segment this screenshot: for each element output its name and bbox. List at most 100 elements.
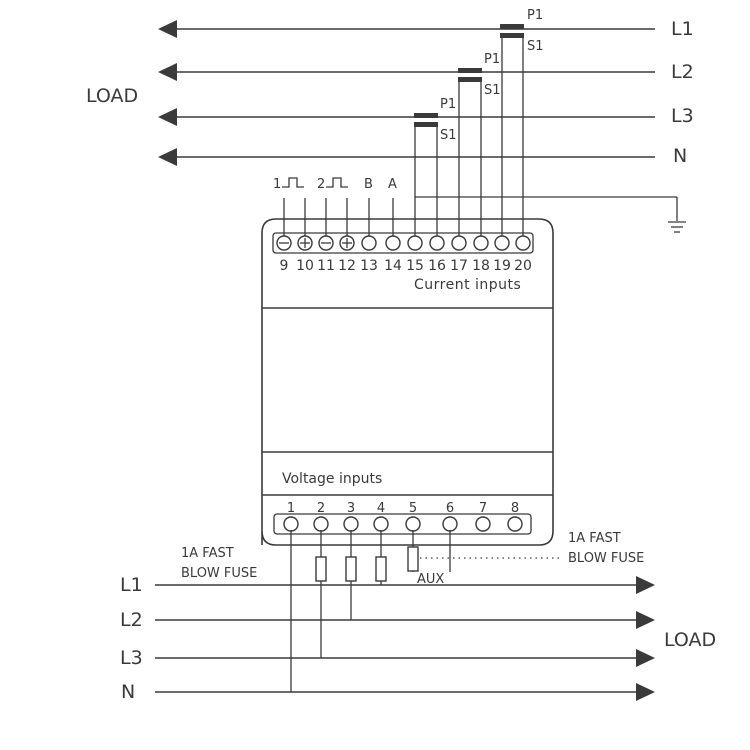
top-label-l3: L3	[671, 105, 694, 127]
pulse-icon	[326, 177, 348, 188]
rs485-a-label: A	[388, 177, 397, 192]
terminal-number: 18	[472, 258, 490, 274]
bottom-label-l3: L3	[120, 647, 143, 669]
terminal-number: 8	[511, 501, 519, 516]
terminal-number: 6	[446, 501, 454, 516]
bottom-terminals	[283, 516, 523, 532]
terminal-number: 11	[317, 258, 335, 274]
terminal-number: 20	[514, 258, 532, 274]
bottom-label-l1: L1	[120, 574, 143, 596]
terminal-number: 15	[406, 258, 424, 274]
bottom-terminal-numbers: 1 2 3 4 5 6 7 8	[287, 501, 519, 516]
ct-secondary-bar	[414, 122, 438, 127]
terminal-number: 12	[338, 258, 356, 274]
terminal-number: 10	[296, 258, 314, 274]
ground-icon	[668, 221, 686, 233]
arrow-right-icon	[636, 576, 655, 594]
signal-labels: 1 2 B A	[273, 177, 397, 192]
pulse-icon	[282, 177, 304, 188]
voltage-terminal-strip	[273, 513, 532, 535]
ct-primary-bar	[458, 68, 482, 73]
current-transformer-l2: P1 S1	[458, 52, 501, 98]
arrow-right-icon	[636, 611, 655, 629]
top-load-label: LOAD	[86, 85, 138, 107]
fuse-icon	[375, 556, 387, 582]
terminal-3	[343, 516, 359, 532]
terminal-14	[385, 235, 401, 251]
fuse-icon	[345, 556, 357, 582]
terminal-number: 13	[360, 258, 378, 274]
fuse-label-right-line2: BLOW FUSE	[568, 551, 644, 566]
arrow-left-icon	[158, 108, 177, 126]
fuse-icon	[315, 556, 327, 582]
bottom-label-n: N	[121, 681, 135, 703]
arrow-right-icon	[636, 683, 655, 701]
top-supply-lines	[158, 20, 655, 166]
top-label-l2: L2	[671, 61, 694, 83]
top-label-l1: L1	[671, 18, 694, 40]
terminal-5	[405, 516, 421, 532]
aux-label: AUX	[417, 572, 444, 587]
terminal-13	[361, 235, 377, 251]
terminal-number: 19	[493, 258, 511, 274]
bottom-supply-lines	[155, 576, 655, 701]
terminal-number: 1	[287, 501, 295, 516]
arrow-left-icon	[158, 20, 177, 38]
current-transformer-l1: P1 S1	[500, 8, 544, 54]
ct-s1-label: S1	[484, 83, 501, 98]
terminal-8	[507, 516, 523, 532]
terminal-2	[313, 516, 329, 532]
terminal-7	[475, 516, 491, 532]
terminal-18	[473, 235, 489, 251]
bottom-load-label: LOAD	[664, 629, 716, 651]
terminal-number: 17	[450, 258, 468, 274]
terminal-4	[373, 516, 389, 532]
terminal-number: 4	[377, 501, 385, 516]
fuse-label-left-line2: BLOW FUSE	[181, 566, 257, 581]
voltage-inputs-label: Voltage inputs	[282, 471, 382, 487]
terminal-1	[283, 516, 299, 532]
terminal-19	[494, 235, 510, 251]
terminal-number: 5	[409, 501, 417, 516]
pulse-output-1-label: 1	[273, 177, 281, 192]
ct-p1-label: P1	[484, 52, 500, 67]
ct-primary-bar	[500, 24, 524, 29]
bottom-label-l2: L2	[120, 609, 143, 631]
terminal-6	[442, 516, 458, 532]
fuses	[315, 546, 419, 582]
top-label-n: N	[673, 145, 687, 167]
terminal-number: 9	[280, 258, 289, 274]
pulse-output-2-label: 2	[317, 177, 325, 192]
arrow-right-icon	[636, 649, 655, 667]
voltage-wires	[290, 530, 451, 692]
arrow-left-icon	[158, 148, 177, 166]
current-transformer-l3: P1 S1	[414, 97, 457, 143]
ground-connection	[415, 196, 686, 233]
ct-p1-label: P1	[527, 8, 543, 23]
fuse-label-left-line1: 1A FAST	[181, 546, 234, 561]
arrow-left-icon	[158, 63, 177, 81]
terminal-16	[429, 235, 445, 251]
terminal-17	[451, 235, 467, 251]
fuse-icon	[407, 546, 419, 572]
ct-s1-label: S1	[527, 39, 544, 54]
ct-secondary-bar	[458, 77, 482, 82]
terminal-number: 7	[479, 501, 487, 516]
device-outline	[261, 218, 554, 546]
ct-wires	[414, 38, 524, 236]
terminal-number: 2	[317, 501, 325, 516]
signal-wires	[283, 198, 394, 236]
ct-primary-bar	[414, 113, 438, 118]
top-terminals	[276, 235, 531, 251]
ct-p1-label: P1	[440, 97, 456, 112]
terminal-number: 14	[384, 258, 402, 274]
terminal-number: 16	[428, 258, 446, 274]
terminal-20	[515, 235, 531, 251]
rs485-b-label: B	[364, 177, 373, 192]
current-inputs-label: Current inputs	[414, 277, 521, 293]
terminal-number: 3	[347, 501, 355, 516]
current-terminal-strip	[272, 232, 534, 254]
